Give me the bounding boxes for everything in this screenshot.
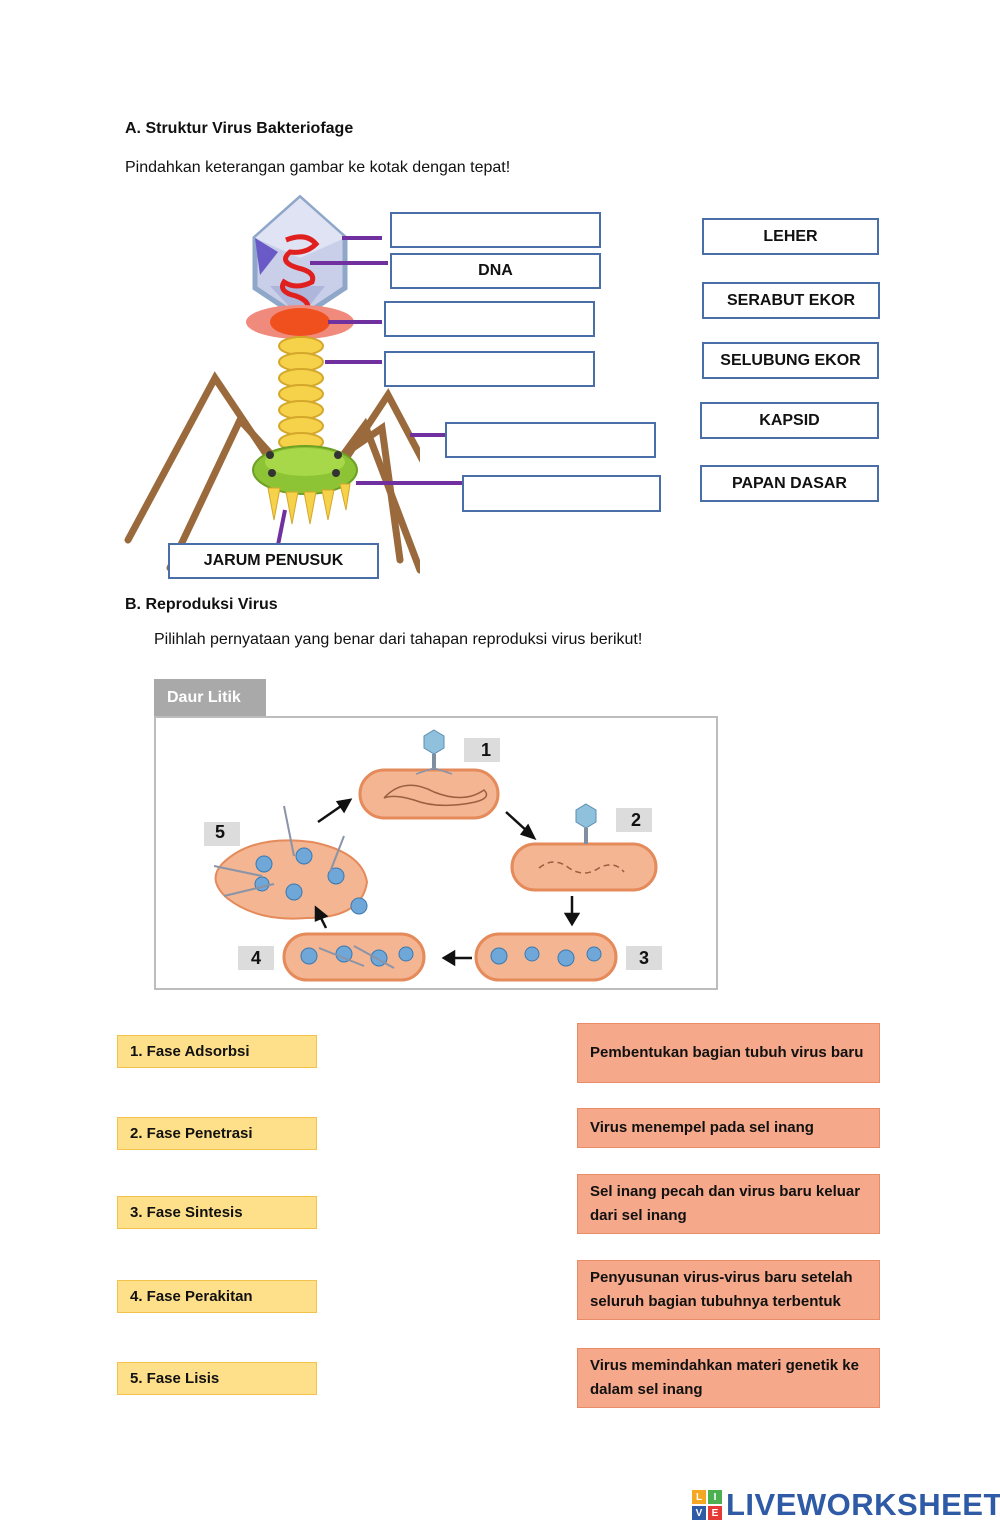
description-item[interactable]: Sel inang pecah dan virus baru keluar da… xyxy=(577,1174,880,1234)
description-item[interactable]: Penyusunan virus-virus baru setelah selu… xyxy=(577,1260,880,1320)
phase-item-adsorbsi[interactable]: 1. Fase Adsorbsi xyxy=(117,1035,317,1068)
section-a-instruction: Pindahkan keterangan gambar ke kotak den… xyxy=(125,159,511,176)
cycle-number-2: 2 xyxy=(630,810,641,830)
description-item[interactable]: Virus menempel pada sel inang xyxy=(577,1108,880,1148)
brand-name: LIVEWORKSHEETS xyxy=(726,1487,1000,1522)
section-b-title: B. Reproduksi Virus xyxy=(125,596,278,613)
liveworksheets-logo-icon: L I V E xyxy=(692,1490,722,1520)
section-b-instruction: Pilihlah pernyataan yang benar dari taha… xyxy=(154,631,643,648)
bacteriophage-illustration xyxy=(124,194,420,574)
lytic-cycle-diagram xyxy=(154,716,718,990)
drop-box-capsid[interactable] xyxy=(390,212,601,248)
description-item[interactable]: Virus memindahkan materi genetik ke dala… xyxy=(577,1348,880,1408)
liveworksheets-brand: L I V E LIVEWORKSHEETS xyxy=(692,1487,1000,1523)
pointer-line xyxy=(420,481,464,485)
description-item[interactable]: Pembentukan bagian tubuh virus baru xyxy=(577,1023,880,1083)
drop-box-dna[interactable]: DNA xyxy=(390,253,601,289)
drag-label-leher[interactable]: LEHER xyxy=(702,218,879,255)
cycle-number-5: 5 xyxy=(214,822,225,842)
dna-label: DNA xyxy=(478,262,513,279)
drag-label-serabut-ekor[interactable]: SERABUT EKOR xyxy=(702,282,880,319)
phase-item-sintesis[interactable]: 3. Fase Sintesis xyxy=(117,1196,317,1229)
tab-daur-litik: Daur Litik xyxy=(154,679,266,717)
section-a-title: A. Struktur Virus Bakteriofage xyxy=(125,120,354,137)
cycle-number-4: 4 xyxy=(250,948,261,968)
phase-item-perakitan[interactable]: 4. Fase Perakitan xyxy=(117,1280,317,1313)
drop-box-neck[interactable] xyxy=(384,301,595,337)
drag-label-selubung-ekor[interactable]: SELUBUNG EKOR xyxy=(702,342,879,379)
drag-label-kapsid[interactable]: KAPSID xyxy=(700,402,879,439)
cell-stage-1 xyxy=(358,729,500,820)
drop-box-base-plate[interactable] xyxy=(462,475,661,512)
cycle-number-1: 1 xyxy=(480,740,491,760)
cell-stage-2 xyxy=(510,803,658,892)
cell-stage-3 xyxy=(474,932,662,982)
cycle-number-3: 3 xyxy=(638,948,649,968)
drop-box-tail-fiber[interactable] xyxy=(445,422,656,458)
drop-box-tail-sheath[interactable] xyxy=(384,351,595,387)
cell-stage-4 xyxy=(238,932,426,982)
needle-label: JARUM PENUSUK xyxy=(203,552,344,569)
phase-item-lisis[interactable]: 5. Fase Lisis xyxy=(117,1362,317,1395)
phase-item-penetrasi[interactable]: 2. Fase Penetrasi xyxy=(117,1117,317,1150)
cell-stage-5 xyxy=(204,805,369,920)
pointer-line xyxy=(410,433,448,437)
drag-label-papan-dasar[interactable]: PAPAN DASAR xyxy=(700,465,879,502)
drop-box-needle[interactable]: JARUM PENUSUK xyxy=(168,543,379,579)
